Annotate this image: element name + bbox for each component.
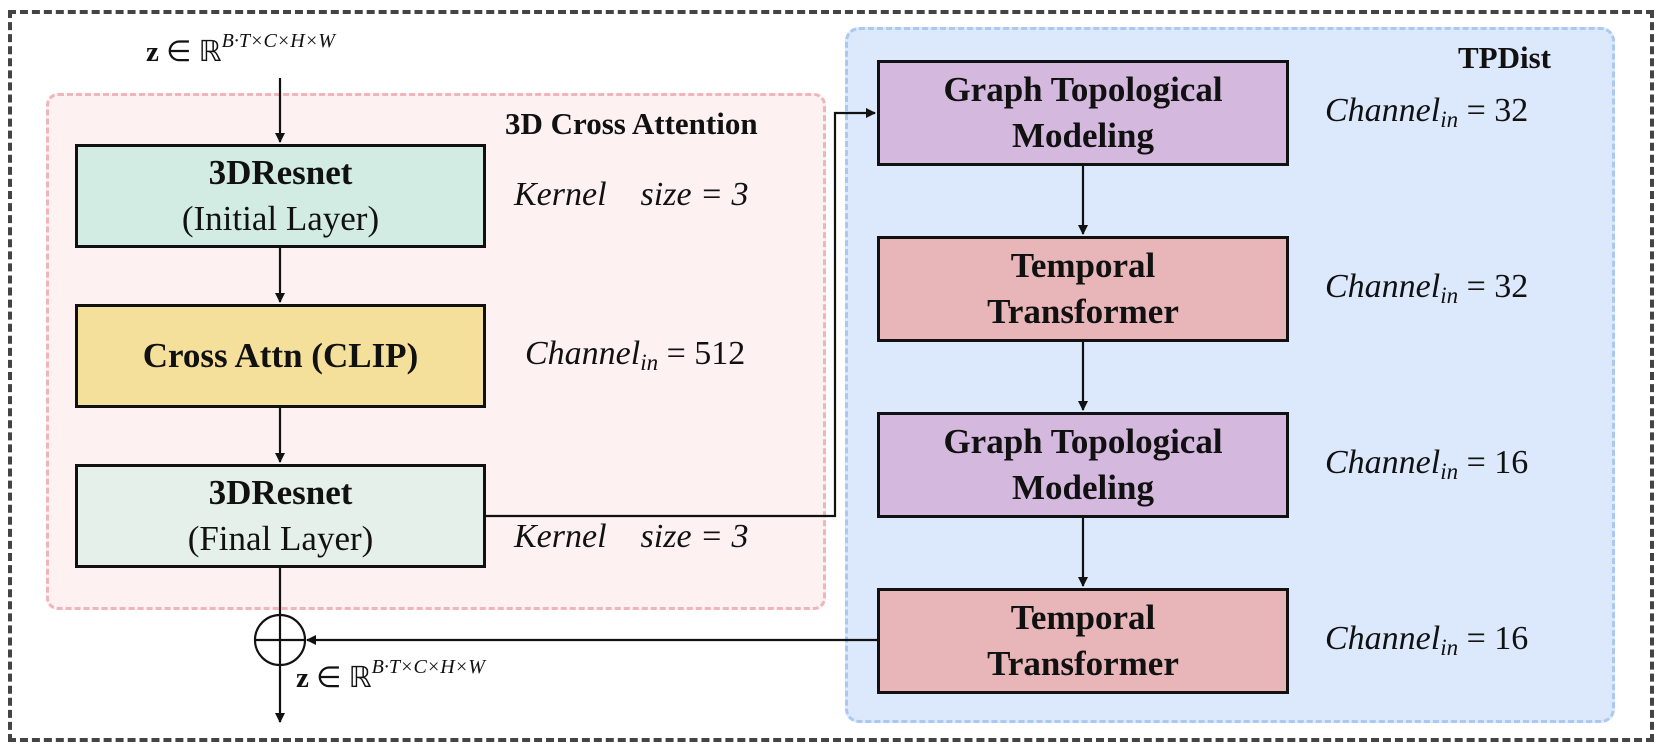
cross-attn-param: Channelin = 512	[525, 335, 745, 376]
param-value: size = 3	[640, 176, 749, 213]
cross-attn-title: Cross Attn (CLIP)	[142, 336, 419, 375]
graph-topological-line1: Graph Topological	[943, 422, 1223, 461]
graph-topological-line1: Graph Topological	[943, 70, 1223, 109]
param-name: Channel	[1325, 268, 1441, 305]
param-value: = 32	[1466, 268, 1529, 305]
graph-topological-line2: Modeling	[1012, 468, 1154, 507]
param-value: = 512	[666, 335, 746, 372]
param-name: Kernel	[514, 518, 607, 555]
tpdist-title: TPDist	[1458, 40, 1551, 75]
graph-topological-param-1: Channelin = 32	[1325, 92, 1528, 133]
temporal-transformer-line1: Temporal	[1010, 246, 1156, 285]
param-name: Channel	[525, 335, 641, 372]
temporal-transformer-param-2: Channelin = 16	[1325, 620, 1528, 661]
resnet-initial-title: 3DResnet	[208, 153, 353, 192]
resnet-initial-subtitle: (Initial Layer)	[181, 199, 380, 238]
param-value: size = 3	[640, 518, 749, 555]
resnet-final-title: 3DResnet	[208, 473, 353, 512]
param-name: Channel	[1325, 92, 1441, 129]
input-tensor-label: z ∈ ℝB·T×C×H×W	[146, 30, 335, 69]
cross-attention-title: 3D Cross Attention	[505, 106, 758, 141]
graph-topological-line2: Modeling	[1012, 116, 1154, 155]
input-shape: B·T×C×H×W	[221, 30, 335, 52]
temporal-transformer-line1: Temporal	[1010, 598, 1156, 637]
resnet-initial-param: Kernel size = 3	[514, 176, 749, 214]
temporal-transformer-block-2[interactable]: Temporal Transformer	[877, 588, 1289, 694]
cross-attn-block[interactable]: Cross Attn (CLIP)	[75, 304, 486, 408]
param-subscript: in	[1440, 635, 1459, 660]
output-z-symbol: z	[296, 662, 309, 694]
param-value: = 32	[1466, 92, 1529, 129]
temporal-transformer-line2: Transformer	[987, 292, 1179, 331]
temporal-transformer-line2: Transformer	[987, 644, 1179, 683]
outer-frame	[8, 10, 1654, 742]
input-z-symbol: z	[146, 36, 159, 68]
param-subscript: in	[1440, 107, 1459, 132]
resnet-final-subtitle: (Final Layer)	[187, 519, 374, 558]
resnet-initial-block[interactable]: 3DResnet (Initial Layer)	[75, 144, 486, 248]
resnet-final-param: Kernel size = 3	[514, 518, 749, 556]
graph-topological-param-2: Channelin = 16	[1325, 444, 1528, 485]
param-value: = 16	[1466, 444, 1529, 481]
output-set-symbol: ∈ ℝ	[316, 662, 372, 694]
arrow-final-to-graph1	[486, 108, 876, 518]
param-value: = 16	[1466, 620, 1529, 657]
resnet-final-block[interactable]: 3DResnet (Final Layer)	[75, 464, 486, 568]
param-name: Channel	[1325, 620, 1441, 657]
param-subscript: in	[1440, 459, 1459, 484]
param-name: Channel	[1325, 444, 1441, 481]
graph-topological-block-1[interactable]: Graph Topological Modeling	[877, 60, 1289, 166]
graph-topological-block-2[interactable]: Graph Topological Modeling	[877, 412, 1289, 518]
output-tensor-label: z ∈ ℝB·T×C×H×W	[296, 656, 485, 695]
output-shape: B·T×C×H×W	[371, 656, 485, 678]
temporal-transformer-block-1[interactable]: Temporal Transformer	[877, 236, 1289, 342]
param-subscript: in	[640, 350, 659, 375]
temporal-transformer-param-1: Channelin = 32	[1325, 268, 1528, 309]
input-set-symbol: ∈ ℝ	[166, 36, 222, 68]
param-subscript: in	[1440, 283, 1459, 308]
param-name: Kernel	[514, 176, 607, 213]
sum-node-icon	[253, 613, 307, 667]
